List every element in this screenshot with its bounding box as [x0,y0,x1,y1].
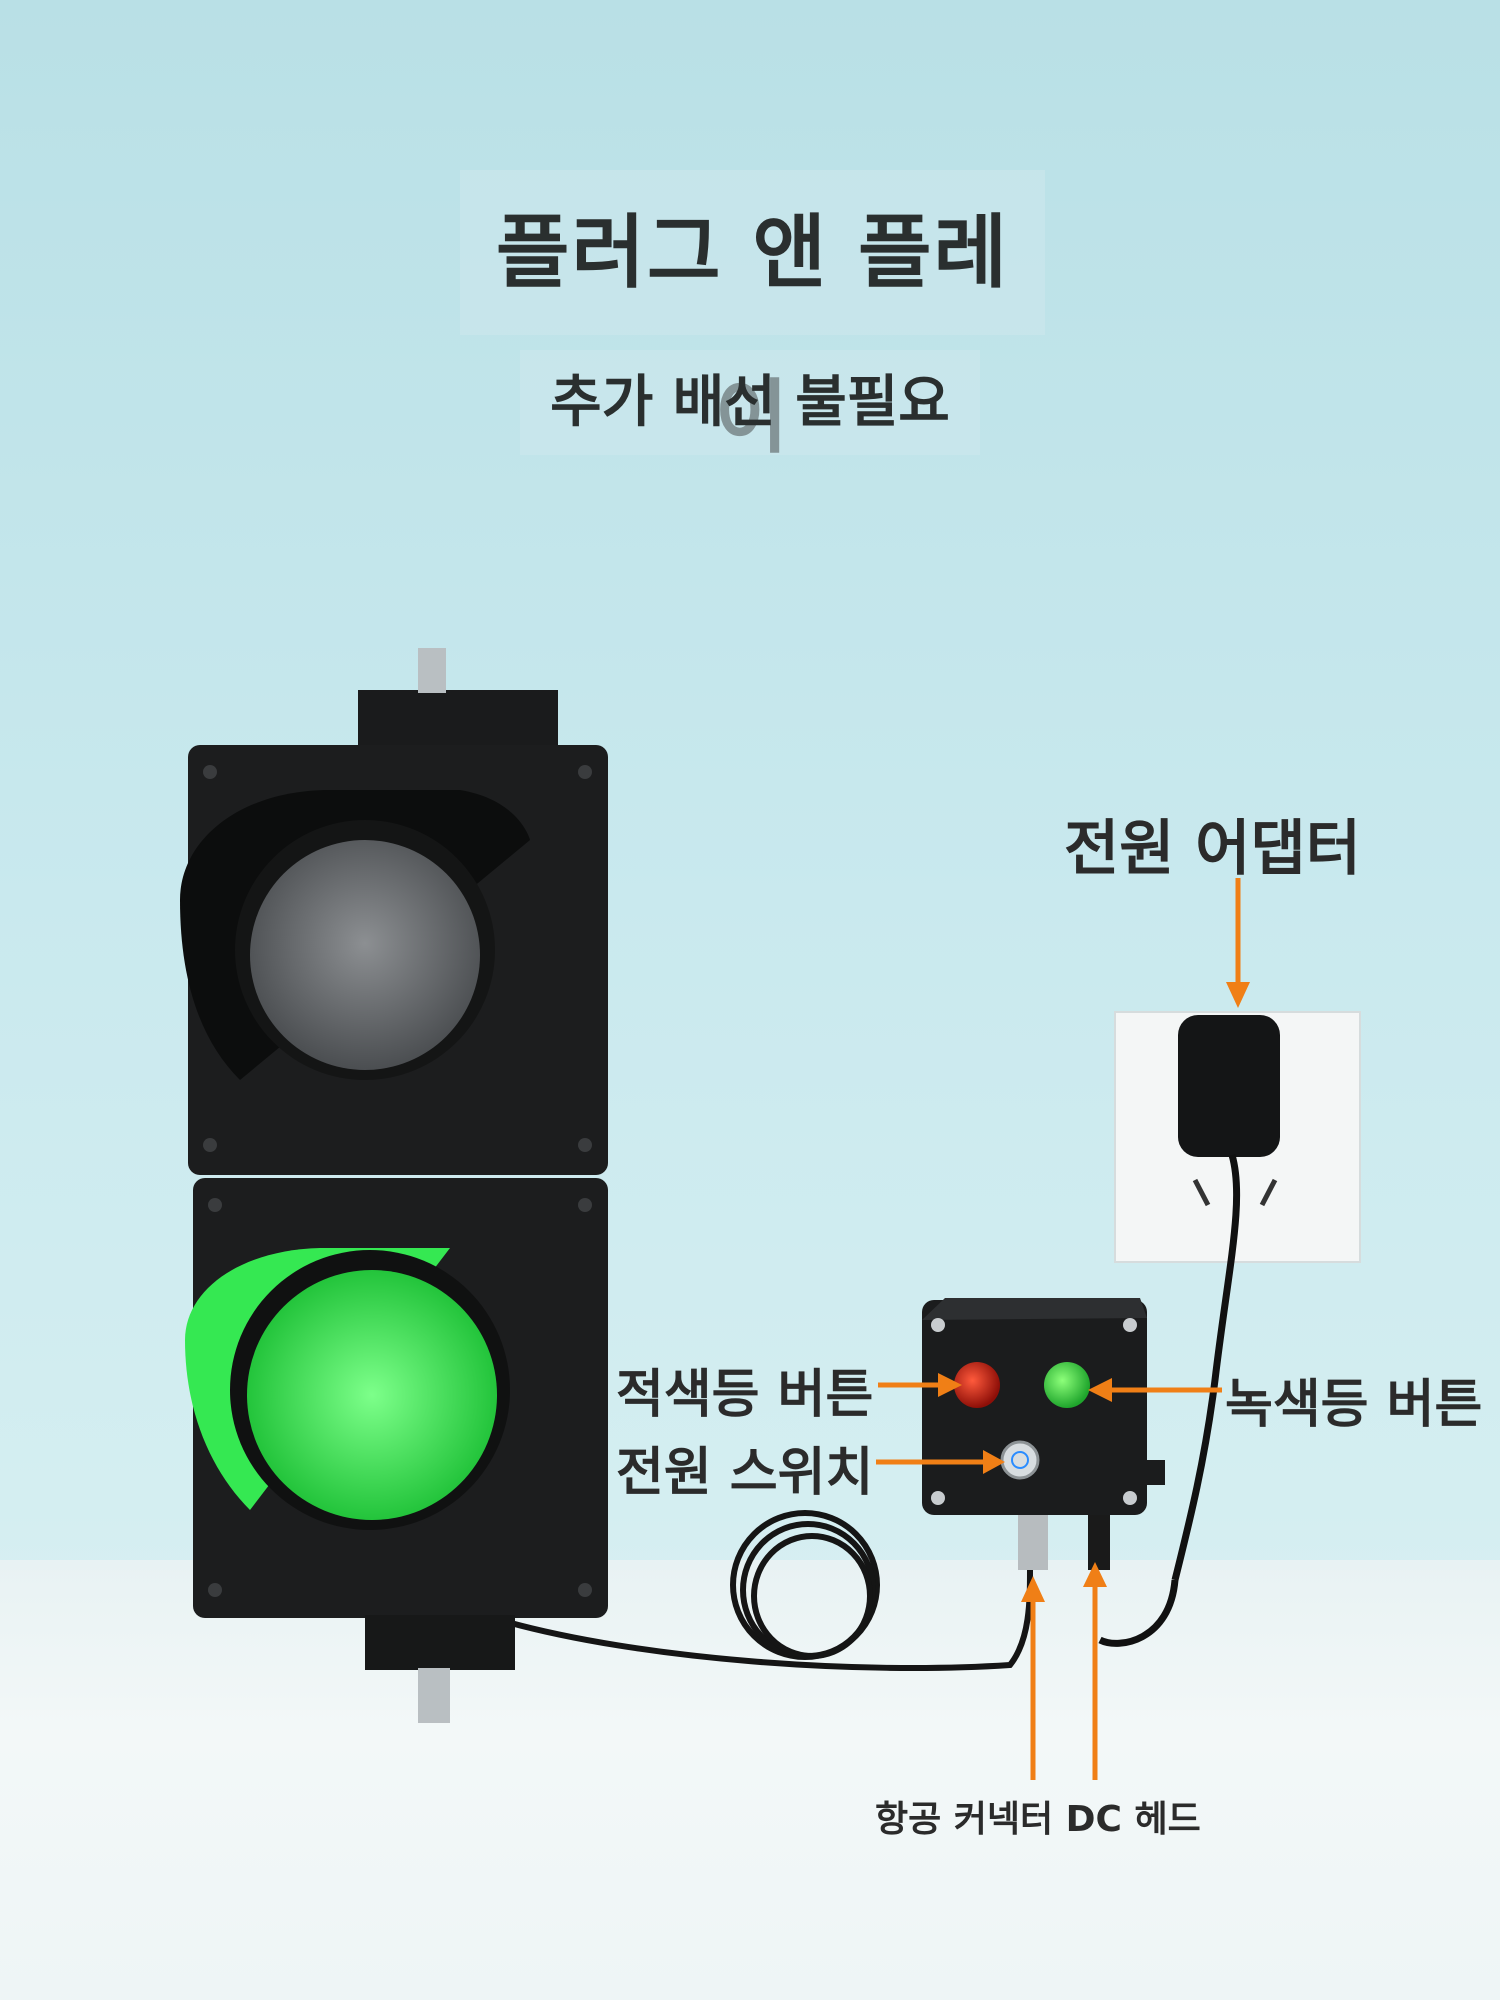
dc-head [1088,1515,1110,1570]
label-red-button: 적색등 버튼 [616,1365,874,1425]
green-signal-lens-on [247,1270,497,1520]
red-light-button [954,1362,1000,1408]
power-adapter [1098,1015,1280,1647]
traffic-light [180,648,608,1723]
red-signal-lens-off [250,840,480,1070]
control-box [922,1298,1165,1570]
green-light-button [1044,1362,1090,1408]
label-connectors: 항공 커넥터 DC 헤드 [875,1799,1201,1840]
power-switch-icon [1000,1440,1040,1480]
subheadline: 추가 배선 불필요 [520,350,980,455]
aviation-connector [1018,1515,1048,1570]
label-power-switch: 전원 스위치 [616,1443,874,1503]
cable-coil [499,1510,1033,1671]
annotation-arrows [876,878,1250,1780]
label-power-adapter: 전원 어댑터 [1064,814,1361,884]
label-green-button: 녹색등 버튼 [1225,1375,1483,1435]
